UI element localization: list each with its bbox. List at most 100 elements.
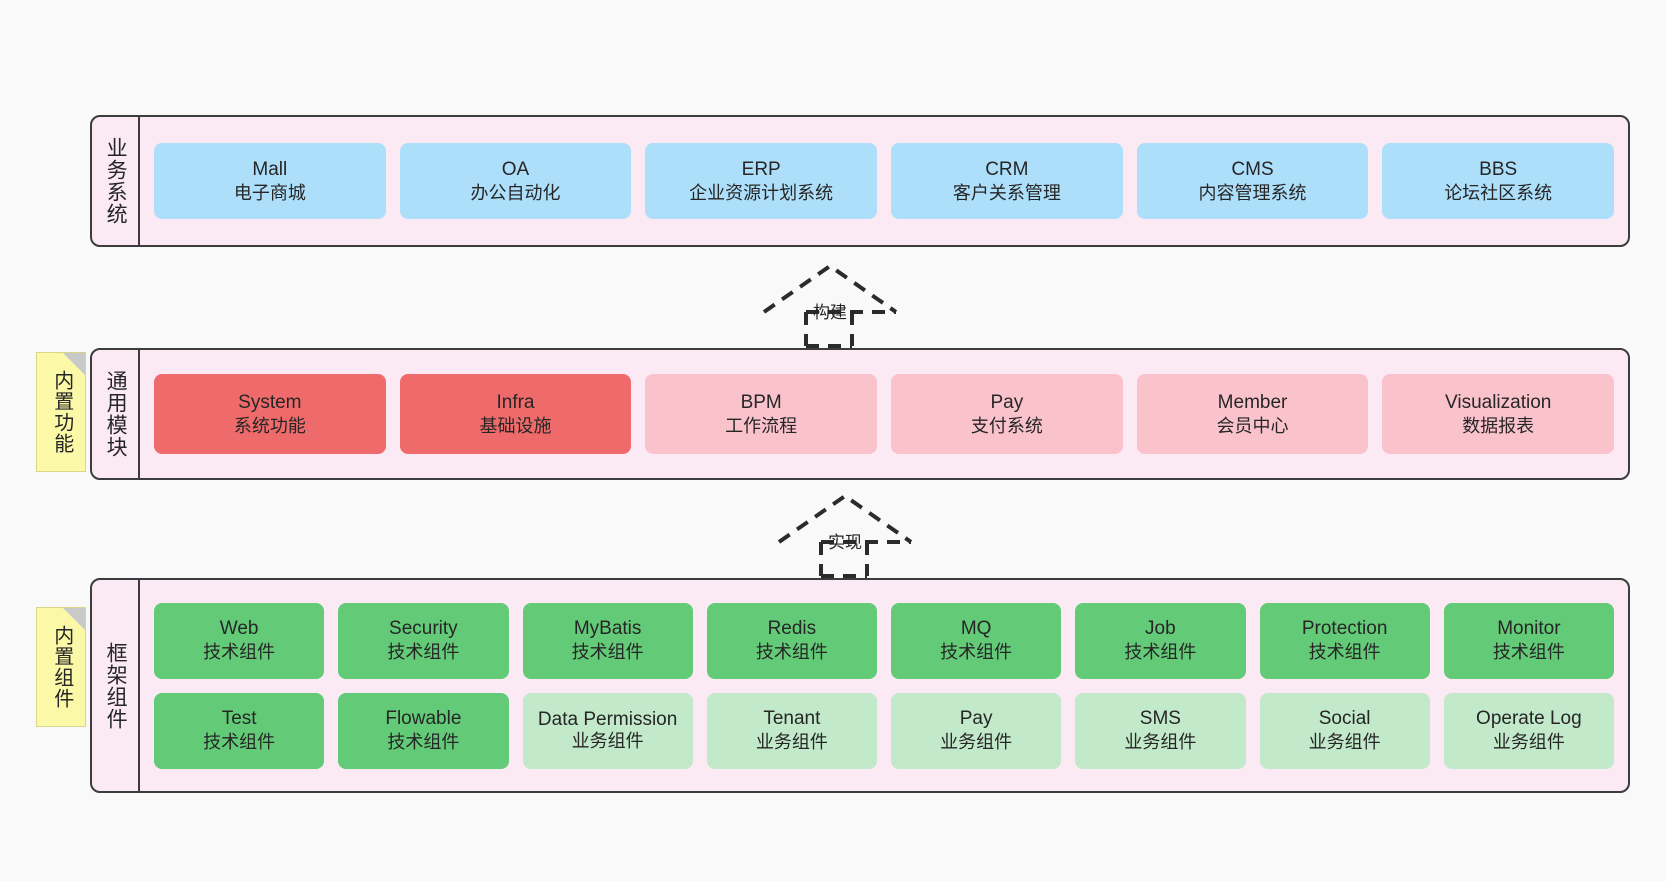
card-title-cn: 数据报表 [1462, 415, 1535, 436]
card-title-cn: 支付系统 [970, 415, 1043, 436]
card-crm[interactable]: CRM 客户关系管理 [891, 143, 1123, 219]
card-title-en: BPM [740, 391, 782, 413]
card-title-en: BBS [1479, 158, 1518, 180]
card-bbs[interactable]: BBS 论坛社区系统 [1382, 143, 1615, 219]
card-bpm[interactable]: BPM 工作流程 [645, 374, 878, 454]
card-title-cn: 基础设施 [479, 415, 552, 436]
tab-builtin-function: 内置功能 [36, 352, 86, 472]
card-title-en: MQ [960, 618, 992, 640]
card-title-en: Redis [767, 618, 817, 640]
card-tenant[interactable]: Tenant 业务组件 [706, 692, 877, 769]
card-title-en: Protection [1301, 618, 1388, 640]
card-row: Web 技术组件 Security 技术组件 MyBatis 技术组件 Redi… [154, 602, 1614, 679]
layer-framework-component: 框架组件 Web 技术组件 Security 技术组件 MyBatis 技术组件… [90, 578, 1630, 793]
card-security[interactable]: Security 技术组件 [338, 602, 509, 679]
card-title-cn: 业务组件 [755, 732, 828, 753]
card-title-cn: 工作流程 [725, 415, 798, 436]
card-pay[interactable]: Pay 支付系统 [891, 374, 1123, 454]
card-title-en: Pay [990, 391, 1024, 413]
tab-label: 内置功能 [50, 370, 73, 454]
card-title-cn: 技术组件 [1308, 642, 1381, 663]
card-operate-log[interactable]: Operate Log 业务组件 [1443, 692, 1614, 769]
card-redis[interactable]: Redis 技术组件 [706, 602, 877, 679]
card-title-cn: 技术组件 [940, 642, 1013, 663]
tab-builtin-component: 内置组件 [36, 607, 86, 727]
card-mq[interactable]: MQ 技术组件 [891, 602, 1062, 679]
card-visualization[interactable]: Visualization 数据报表 [1382, 374, 1615, 454]
card-title-cn: 技术组件 [755, 642, 828, 663]
card-row: Test 技术组件 Flowable 技术组件 Data Permission … [154, 692, 1614, 769]
card-title-cn: 业务组件 [1124, 732, 1197, 753]
layer-common-module: 通用模块 System 系统功能 Infra 基础设施 BPM 工作流程 Pay [90, 348, 1630, 480]
folded-corner-icon [63, 353, 85, 375]
card-title-cn: 企业资源计划系统 [689, 182, 834, 203]
card-title-en: Visualization [1445, 391, 1552, 413]
tab-label: 内置组件 [50, 625, 73, 709]
card-title-en: MyBatis [573, 618, 642, 640]
card-title-cn: 技术组件 [387, 642, 460, 663]
card-title-cn: 办公自动化 [470, 182, 561, 203]
card-row: Mall 电子商城 OA 办公自动化 ERP 企业资源计划系统 CRM 客户关系… [154, 143, 1615, 219]
layer-body-framework-component: Web 技术组件 Security 技术组件 MyBatis 技术组件 Redi… [140, 580, 1628, 791]
card-title-en: CMS [1231, 158, 1274, 180]
connector-label-implement: 实现 [828, 533, 862, 552]
card-sms[interactable]: SMS 业务组件 [1075, 692, 1246, 769]
card-test[interactable]: Test 技术组件 [154, 692, 325, 769]
card-mall[interactable]: Mall 电子商城 [154, 143, 386, 219]
card-title-cn: 技术组件 [387, 732, 460, 753]
card-social[interactable]: Social 业务组件 [1259, 692, 1430, 769]
arrowhead-triangle [777, 493, 913, 544]
card-title-en: Pay [959, 708, 993, 730]
card-title-en: Monitor [1497, 618, 1561, 640]
card-title-en: System [238, 391, 302, 413]
card-system[interactable]: System 系统功能 [154, 374, 386, 454]
card-title-cn: 电子商城 [233, 182, 306, 203]
card-title-cn: 论坛社区系统 [1444, 182, 1553, 203]
layer-title-common-module: 通用模块 [92, 350, 140, 478]
connector-build: 构建 [760, 262, 900, 348]
card-row: System 系统功能 Infra 基础设施 BPM 工作流程 Pay 支付系统… [154, 374, 1615, 454]
connector-label-build: 构建 [813, 303, 847, 322]
layer-title-framework-component: 框架组件 [92, 580, 140, 791]
card-web[interactable]: Web 技术组件 [154, 602, 325, 679]
card-title-en: OA [501, 158, 530, 180]
card-title-en: Data Permission [537, 708, 678, 730]
card-title-cn: 系统功能 [233, 415, 306, 436]
card-data-permission[interactable]: Data Permission 业务组件 [522, 692, 693, 769]
folded-corner-icon [63, 608, 85, 630]
card-title-cn: 业务组件 [940, 732, 1013, 753]
card-title-en: Job [1145, 618, 1176, 640]
card-member[interactable]: Member 会员中心 [1136, 374, 1369, 454]
layer-body-common-module: System 系统功能 Infra 基础设施 BPM 工作流程 Pay 支付系统… [140, 350, 1628, 478]
card-erp[interactable]: ERP 企业资源计划系统 [645, 143, 878, 219]
card-title-cn: 技术组件 [1492, 642, 1565, 663]
card-flowable[interactable]: Flowable 技术组件 [338, 692, 509, 769]
card-title-cn: 技术组件 [203, 642, 276, 663]
card-title-en: Test [221, 708, 257, 730]
connector-implement: 实现 [775, 492, 915, 578]
card-title-en: Tenant [763, 708, 821, 730]
card-title-en: Operate Log [1476, 708, 1582, 730]
card-title-en: Web [219, 618, 259, 640]
card-title-cn: 内容管理系统 [1198, 182, 1307, 203]
arrowhead-triangle [762, 263, 898, 314]
card-protection[interactable]: Protection 技术组件 [1259, 602, 1430, 679]
card-infra[interactable]: Infra 基础设施 [399, 374, 632, 454]
card-title-en: Social [1318, 708, 1371, 730]
card-cms[interactable]: CMS 内容管理系统 [1136, 143, 1369, 219]
card-mybatis[interactable]: MyBatis 技术组件 [522, 602, 693, 679]
layer-body-business-system: Mall 电子商城 OA 办公自动化 ERP 企业资源计划系统 CRM 客户关系… [140, 117, 1628, 245]
card-oa[interactable]: OA 办公自动化 [399, 143, 632, 219]
card-monitor[interactable]: Monitor 技术组件 [1443, 602, 1614, 679]
card-title-en: Member [1217, 391, 1288, 413]
card-title-en: Mall [252, 158, 288, 180]
card-title-cn: 技术组件 [203, 732, 276, 753]
card-title-en: Infra [496, 391, 535, 413]
card-title-cn: 业务组件 [571, 730, 644, 751]
card-title-cn: 技术组件 [571, 642, 644, 663]
card-title-cn: 技术组件 [1124, 642, 1197, 663]
card-job[interactable]: Job 技术组件 [1075, 602, 1246, 679]
card-pay-business[interactable]: Pay 业务组件 [891, 692, 1062, 769]
card-title-en: SMS [1139, 708, 1181, 730]
